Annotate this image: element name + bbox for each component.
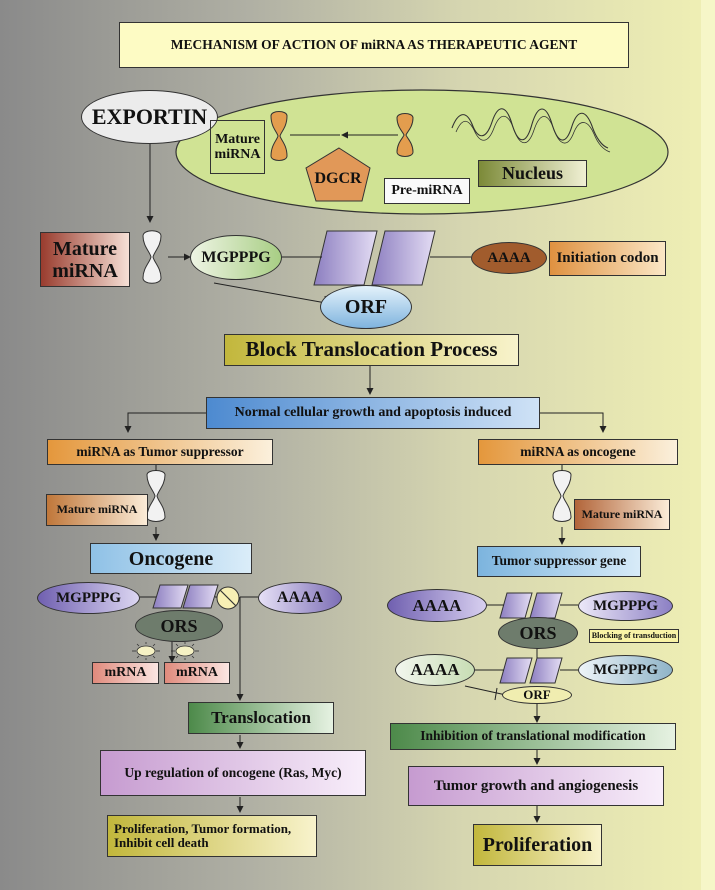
mrna-strand-right-1 [499,592,533,619]
mrna-strand-right-2 [529,592,563,619]
right-mature-mirna-box: Mature miRNA [574,499,670,530]
mrna-strand-middle-2 [371,230,436,286]
initiation-codon-box: Initiation codon [549,241,666,276]
diagram-title: MECHANISM OF ACTION OF miRNA AS THERAPEU… [119,22,629,68]
hourglass-icon-left [146,470,166,522]
blocking-transduction-box: Blocking of transduction [589,629,679,643]
hourglass-icon-right [552,470,572,522]
mrna-strand-left-1 [152,584,189,609]
hourglass-icon-middle [142,230,162,284]
left-proliferation-box: Proliferation, Tumor formation, Inhibit … [107,815,317,857]
left-mgpppg-node: MGPPPG [37,582,140,614]
sunburst-icon-1 [132,642,160,660]
mrna-strand-middle-1 [313,230,378,286]
orf-node: ORF [320,285,412,329]
hourglass-icon-nucleus-2 [270,111,288,161]
tumor-suppressor-gene-box: Tumor suppressor gene [477,546,641,577]
dgcr-pentagon [305,147,371,202]
upregulation-box: Up regulation of oncogene (Ras, Myc) [100,750,366,796]
block-translocation-box: Block Translocation Process [224,334,519,366]
mrna-box-1: mRNA [92,662,159,684]
right-proliferation-box: Proliferation [473,824,602,866]
mgpppg-node: MGPPPG [190,235,282,280]
right-mgpppg-node-1: MGPPPG [578,591,673,621]
right-aaaa-node-1: AAAA [387,589,487,622]
left-aaaa-node: AAAA [258,582,342,614]
mrna-strand-right-3 [499,657,533,684]
hourglass-icon-nucleus-1 [396,113,414,157]
right-orf-node: ORF [502,686,572,704]
oncogene-header: miRNA as oncogene [478,439,678,465]
inhibition-box: Inhibition of translational modification [390,723,676,750]
tumor-growth-box: Tumor growth and angiogenesis [408,766,664,806]
right-mgpppg-node-2: MGPPPG [578,655,673,685]
right-aaaa-node-2: AAAA [395,654,475,686]
tumor-suppressor-header: miRNA as Tumor suppressor [47,439,273,465]
pre-mirna-strand-icon [451,108,609,149]
aaaa-node: AAAA [471,242,547,274]
exportin-node: EXPORTIN [81,90,218,144]
translocation-box: Translocation [188,702,334,734]
nucleus-mature-mirna-box: Mature miRNA [210,120,265,174]
mrna-box-2: mRNA [164,662,230,684]
left-ors-node: ORS [135,610,223,642]
left-mature-mirna-box: Mature miRNA [46,494,148,526]
pre-mirna-box: Pre-miRNA [384,178,470,204]
sunburst-icon-2 [171,642,199,660]
oncogene-box: Oncogene [90,543,252,574]
mature-mirna-box: Mature miRNA [40,232,130,287]
normal-growth-box: Normal cellular growth and apoptosis ind… [206,397,540,429]
nucleus-label: Nucleus [478,160,587,187]
right-ors-node: ORS [498,617,578,649]
mrna-strand-right-4 [529,657,563,684]
dgcr-label: DGCR [314,170,362,188]
mrna-strand-left-2 [182,584,219,609]
